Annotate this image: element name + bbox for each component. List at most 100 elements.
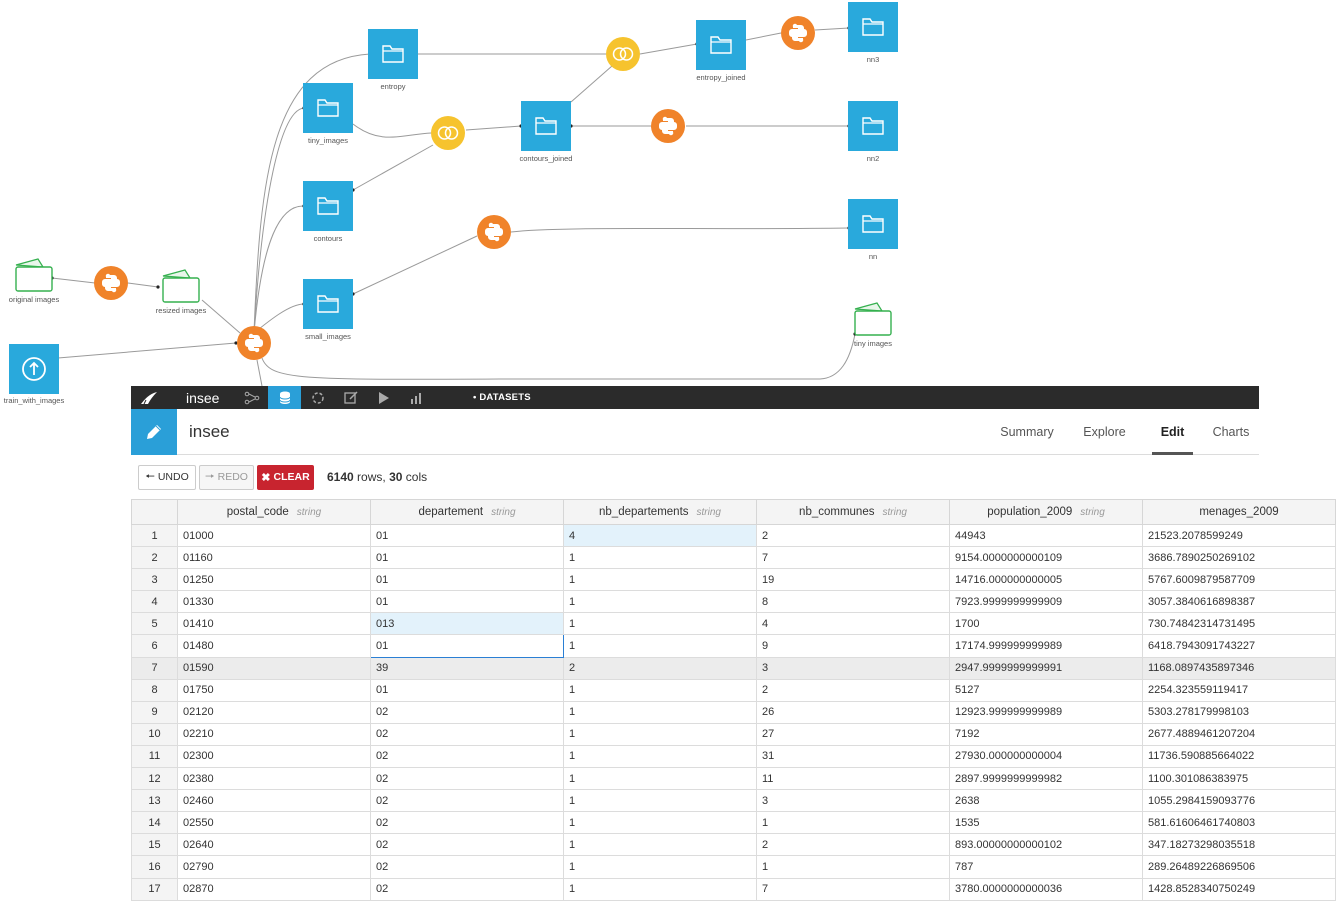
recipes-icon[interactable] [301, 386, 334, 409]
table-cell[interactable]: 02 [370, 722, 564, 746]
table-cell[interactable]: 1 [563, 546, 757, 570]
table-cell[interactable]: 289.26489226869506 [1142, 855, 1336, 879]
table-cell[interactable]: 9154.0000000000109 [949, 546, 1143, 570]
train-with-images-dataset[interactable]: train_with_images [4, 344, 65, 405]
table-cell[interactable]: 8 [756, 590, 950, 614]
table-cell[interactable]: 02300 [177, 744, 371, 769]
table-cell[interactable]: 02 [370, 767, 564, 791]
table-cell[interactable]: 02 [370, 744, 564, 769]
table-cell[interactable]: 17174.999999999989 [949, 634, 1143, 658]
table-cell[interactable]: 12923.999999999989 [949, 700, 1143, 724]
table-cell[interactable]: 01 [370, 634, 564, 658]
table-cell[interactable]: 1700 [949, 612, 1143, 636]
table-cell[interactable]: 3 [756, 656, 950, 680]
table-cell[interactable]: 893.00000000000102 [949, 833, 1143, 857]
table-cell[interactable]: 31 [756, 744, 950, 769]
table-cell[interactable]: 11 [756, 767, 950, 791]
table-cell[interactable]: 02 [370, 700, 564, 724]
entropy-dataset[interactable]: entropy [368, 29, 418, 91]
table-cell[interactable]: 1 [563, 877, 757, 901]
table-cell[interactable]: 01000 [177, 523, 371, 548]
table-cell[interactable]: 1 [563, 722, 757, 746]
table-cell[interactable]: 1 [563, 678, 757, 702]
table-cell[interactable]: 39 [370, 656, 564, 680]
table-cell[interactable]: 5303.278179998103 [1142, 700, 1336, 724]
table-cell[interactable]: 581.61606461740803 [1142, 811, 1336, 835]
clear-button[interactable]: ✖CLEAR [257, 464, 314, 490]
table-cell[interactable]: 2897.9999999999982 [949, 767, 1143, 791]
table-cell[interactable]: 013 [370, 612, 564, 636]
resized-images-dataset[interactable]: resized images [156, 269, 207, 315]
table-cell[interactable]: 21523.2078599249 [1142, 523, 1336, 548]
table-cell[interactable]: 5127 [949, 678, 1143, 702]
table-cell[interactable]: 1 [563, 767, 757, 791]
redo-button[interactable]: 🠖REDO [199, 464, 254, 490]
table-cell[interactable]: 02 [370, 811, 564, 835]
table-cell[interactable]: 1 [563, 634, 757, 658]
table-cell[interactable]: 1168.0897435897346 [1142, 656, 1336, 680]
dataiku-logo-icon[interactable] [131, 386, 167, 409]
table-cell[interactable]: 2947.9999999999991 [949, 656, 1143, 680]
undo-button[interactable]: 🠔UNDO [138, 464, 196, 490]
tiny-images-folder[interactable]: tiny_images [303, 83, 353, 145]
table-cell[interactable]: 02870 [177, 877, 371, 901]
flow-icon[interactable] [235, 386, 268, 409]
column-header-menages-2009[interactable]: menages_2009 [1142, 499, 1336, 525]
table-cell[interactable]: 4 [563, 523, 757, 548]
tiny-images-output[interactable]: tiny images [854, 302, 892, 348]
table-cell[interactable]: 27930.000000000004 [949, 744, 1143, 769]
table-cell[interactable]: 02120 [177, 700, 371, 724]
nn2-recipe[interactable] [651, 109, 685, 143]
original-images-dataset[interactable]: original images [9, 258, 60, 304]
table-cell[interactable]: 01 [370, 568, 564, 592]
nn2-dataset[interactable]: nn2 [848, 101, 898, 163]
table-cell[interactable]: 2 [756, 833, 950, 857]
table-cell[interactable]: 1 [563, 590, 757, 614]
table-cell[interactable]: 7192 [949, 722, 1143, 746]
small-images-dataset[interactable]: small_images [303, 279, 353, 341]
datasets-icon[interactable] [268, 386, 301, 409]
table-cell[interactable]: 9 [756, 634, 950, 658]
table-cell[interactable]: 1 [563, 811, 757, 835]
table-cell[interactable]: 1535 [949, 811, 1143, 835]
nn-dataset[interactable]: nn [848, 199, 898, 261]
table-cell[interactable]: 27 [756, 722, 950, 746]
table-cell[interactable]: 02 [370, 789, 564, 813]
nn3-dataset[interactable]: nn3 [848, 2, 898, 64]
main-recipe[interactable] [237, 326, 271, 360]
table-cell[interactable]: 2254.323559119417 [1142, 678, 1336, 702]
table-cell[interactable]: 02640 [177, 833, 371, 857]
table-cell[interactable]: 4 [756, 612, 950, 636]
table-cell[interactable]: 01250 [177, 568, 371, 592]
join-recipe-1[interactable] [606, 37, 640, 71]
table-cell[interactable]: 02 [370, 877, 564, 901]
table-cell[interactable]: 02 [370, 833, 564, 857]
table-cell[interactable]: 1 [563, 833, 757, 857]
table-cell[interactable]: 3686.7890250269102 [1142, 546, 1336, 570]
table-cell[interactable]: 11736.590885664022 [1142, 744, 1336, 769]
table-cell[interactable]: 01160 [177, 546, 371, 570]
contours-joined-dataset[interactable]: contours_joined [520, 101, 573, 163]
table-cell[interactable]: 2 [756, 523, 950, 548]
table-cell[interactable]: 1 [563, 612, 757, 636]
table-cell[interactable]: 7 [756, 877, 950, 901]
table-cell[interactable]: 1 [563, 744, 757, 769]
table-cell[interactable]: 1100.301086383975 [1142, 767, 1336, 791]
table-cell[interactable]: 01750 [177, 678, 371, 702]
table-cell[interactable]: 02790 [177, 855, 371, 879]
table-cell[interactable]: 1 [563, 700, 757, 724]
jobs-icon[interactable] [367, 386, 400, 409]
entropy-joined-dataset[interactable]: entropy_joined [696, 20, 746, 82]
tab-edit[interactable]: Edit [1152, 409, 1193, 455]
notebooks-icon[interactable] [334, 386, 367, 409]
table-cell[interactable]: 01 [370, 546, 564, 570]
table-cell[interactable]: 3 [756, 789, 950, 813]
table-cell[interactable]: 44943 [949, 523, 1143, 548]
table-cell[interactable]: 2 [563, 656, 757, 680]
join-recipe-2[interactable] [431, 116, 465, 150]
